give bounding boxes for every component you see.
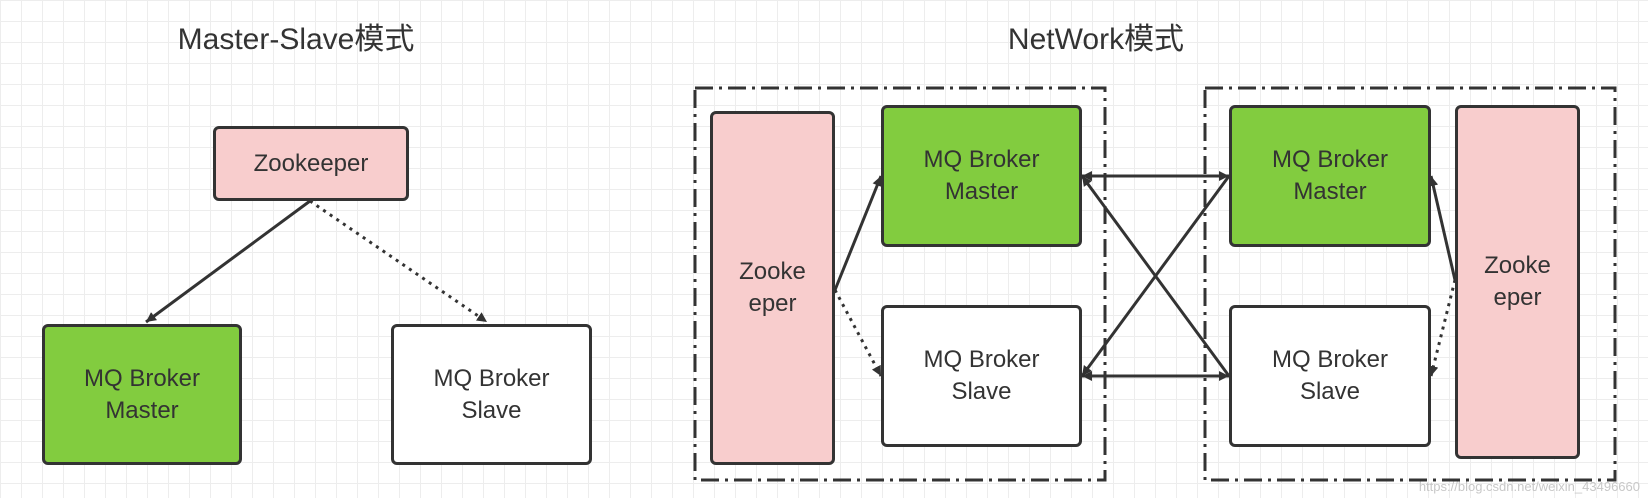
nw2-zk-to-master-arrow xyxy=(1428,175,1457,281)
nw1-zk-to-master-arrow xyxy=(833,175,883,291)
ms-zk-to-slave-dotted-arrow xyxy=(309,199,488,324)
nw1-broker-master-box: MQ Broker Master xyxy=(881,105,1082,247)
ms-broker-master-box: MQ Broker Master xyxy=(42,324,242,465)
node-label: MQ Broker Master xyxy=(83,364,200,424)
nw1-broker-slave-box: MQ Broker Slave xyxy=(881,305,1082,447)
node-label: MQ Broker Slave xyxy=(433,364,550,424)
nw2-zk-to-slave-dotted-arrow xyxy=(1428,279,1457,377)
node-label: Zooke eper xyxy=(739,258,806,317)
watermark: https://blog.csdn.net/weixin_43496660 xyxy=(1418,479,1640,494)
nw2-zookeeper-box: Zooke eper xyxy=(1455,105,1580,459)
node-label: Zookeeper xyxy=(253,149,369,177)
network-title: NetWork模式 xyxy=(1007,23,1185,56)
nw2-broker-master-box: MQ Broker Master xyxy=(1229,105,1431,247)
nw2-broker-slave-box: MQ Broker Slave xyxy=(1229,305,1431,447)
node-label: MQ Broker Master xyxy=(1271,146,1388,205)
network-group-frame-right xyxy=(1203,86,1617,482)
node-label: MQ Broker Master xyxy=(923,146,1040,205)
ms-broker-slave-box: MQ Broker Slave xyxy=(391,324,592,465)
node-label: MQ Broker Slave xyxy=(923,346,1040,405)
node-label: Zooke eper xyxy=(1484,252,1551,311)
nw1-zk-to-slave-dotted-arrow xyxy=(833,289,883,377)
master-slave-title: Master-Slave模式 xyxy=(177,23,415,56)
network-group-frame-left xyxy=(693,86,1107,482)
ms-zk-to-master-arrow xyxy=(145,199,311,324)
nw1-zookeeper-box: Zooke eper xyxy=(710,111,835,465)
ms-zookeeper-box: Zookeeper xyxy=(213,126,409,201)
node-label: MQ Broker Slave xyxy=(1271,346,1388,405)
nw2-slave-to-nw1-master-arrow xyxy=(1080,175,1231,377)
